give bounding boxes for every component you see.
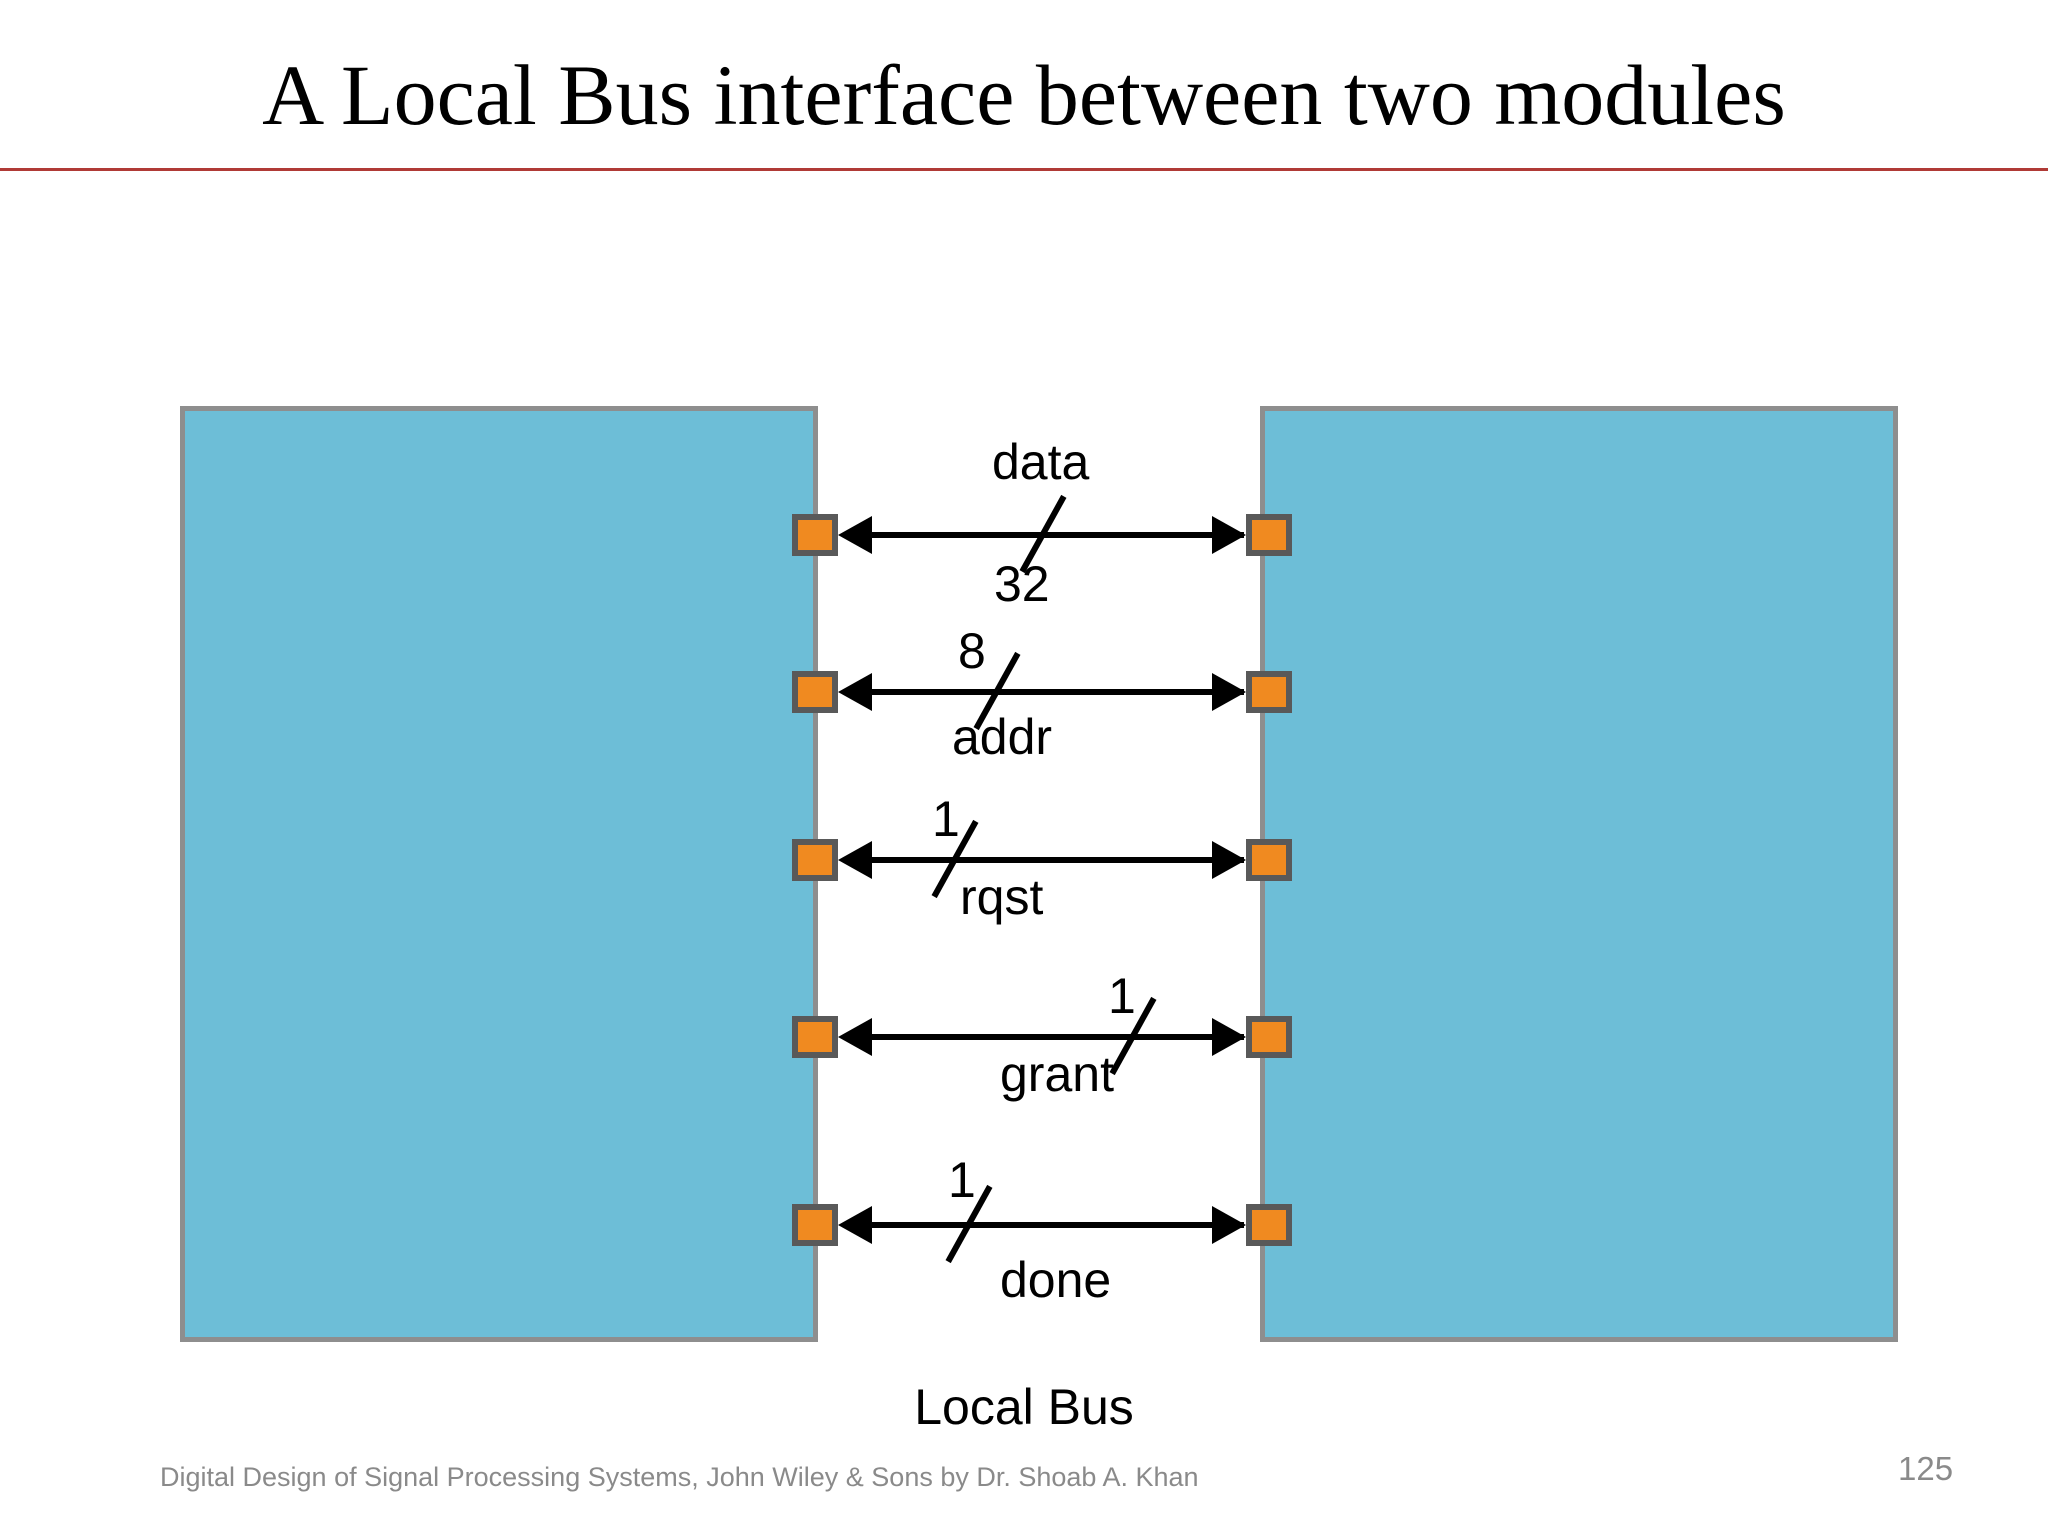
page-title: A Local Bus interface between two module… bbox=[262, 47, 1786, 143]
module-box-left bbox=[180, 406, 818, 1342]
connector-pad-left[interactable] bbox=[792, 839, 838, 881]
arrow-head-left-icon bbox=[838, 1206, 872, 1244]
signal-label-below: done bbox=[1000, 1252, 1112, 1308]
signal-label-below: rqst bbox=[960, 869, 1044, 925]
signal-label-above: 8 bbox=[958, 623, 986, 679]
arrow-head-right-icon bbox=[1212, 841, 1246, 879]
connector-pad-right[interactable] bbox=[1246, 671, 1292, 713]
signal-arrow-shaft bbox=[848, 532, 1244, 538]
arrow-head-left-icon bbox=[838, 673, 872, 711]
signal-label-above: 1 bbox=[932, 791, 960, 847]
arrow-head-right-icon bbox=[1212, 1206, 1246, 1244]
signal-label-above: 1 bbox=[948, 1152, 976, 1208]
signal-arrow-shaft bbox=[848, 857, 1244, 863]
module-box-right bbox=[1260, 406, 1898, 1342]
connector-pad-left[interactable] bbox=[792, 514, 838, 556]
title-divider-rule bbox=[0, 168, 2048, 171]
arrow-head-right-icon bbox=[1212, 673, 1246, 711]
signal-label-below: addr bbox=[952, 709, 1053, 765]
arrow-head-left-icon bbox=[838, 841, 872, 879]
signal-label-below: grant bbox=[1000, 1046, 1114, 1102]
arrow-head-right-icon bbox=[1212, 516, 1246, 554]
connector-pad-left[interactable] bbox=[792, 671, 838, 713]
bus-caption-label: Local Bus bbox=[914, 1379, 1134, 1435]
arrow-head-left-icon bbox=[838, 1018, 872, 1056]
connector-pad-right[interactable] bbox=[1246, 1204, 1292, 1246]
arrow-head-left-icon bbox=[838, 516, 872, 554]
signal-label-above: 1 bbox=[1108, 968, 1136, 1024]
connector-pad-left[interactable] bbox=[792, 1016, 838, 1058]
connector-pad-right[interactable] bbox=[1246, 839, 1292, 881]
footer-credit-text: Digital Design of Signal Processing Syst… bbox=[160, 1462, 1199, 1492]
signal-arrow-shaft bbox=[848, 689, 1244, 695]
connector-pad-right[interactable] bbox=[1246, 514, 1292, 556]
signal-label-below: 32 bbox=[994, 556, 1050, 612]
signal-label-above: data bbox=[992, 434, 1090, 490]
connector-pad-right[interactable] bbox=[1246, 1016, 1292, 1058]
connector-pad-left[interactable] bbox=[792, 1204, 838, 1246]
signal-arrow-shaft bbox=[848, 1034, 1244, 1040]
arrow-head-right-icon bbox=[1212, 1018, 1246, 1056]
page-number: 125 bbox=[1898, 1450, 1954, 1487]
signal-arrow-shaft bbox=[848, 1222, 1244, 1228]
